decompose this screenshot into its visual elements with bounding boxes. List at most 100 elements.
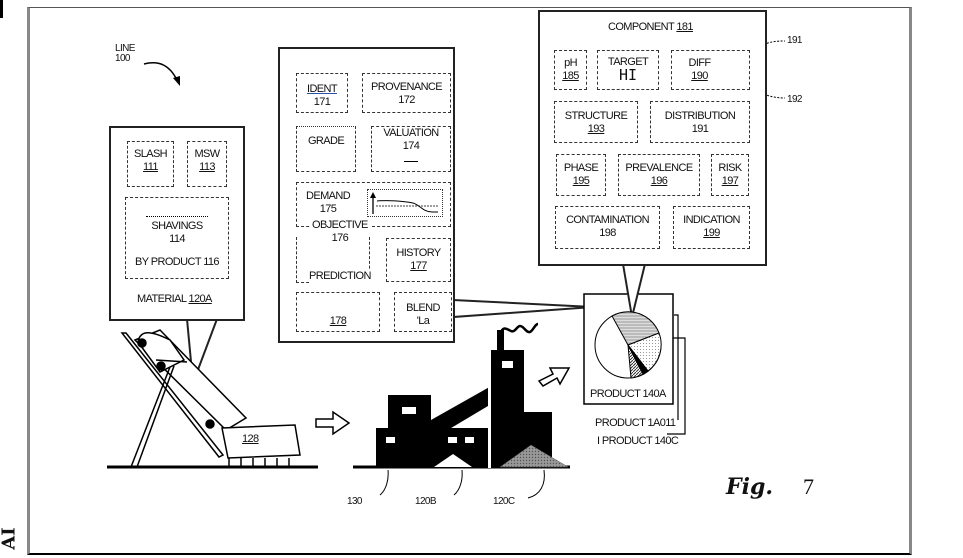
product-140c-sheet: [667, 337, 686, 435]
material-ref: 120A: [188, 293, 212, 305]
figure-frame: [27, 7, 912, 555]
demand-trend-chart: [367, 189, 443, 217]
margin-tick: [0, 0, 3, 18]
structure-box: STRUCTURE 193: [554, 101, 638, 143]
shavings-label: SHAVINGS: [151, 220, 203, 232]
line-ref: 100: [115, 53, 130, 64]
diff-output-1: 191: [787, 35, 802, 46]
provenance-ref: 172: [398, 94, 415, 106]
history-label: HISTORY: [396, 247, 441, 259]
valuation-ref: 174: [402, 140, 420, 152]
product-140c-label: I PRODUCT 140C: [597, 435, 679, 447]
ident-label: IDENT: [306, 83, 338, 95]
material-callout: [109, 126, 245, 321]
data-callout: [278, 47, 455, 343]
slash-box: SLASH 111: [127, 141, 174, 187]
pie-slice-hatched: [611, 311, 660, 346]
component-title-text: COMPONENT: [608, 21, 675, 33]
line-100-arrowhead: [173, 76, 180, 86]
target-box: TARGET HI: [597, 50, 659, 90]
leader-120b: [453, 469, 463, 496]
provenance-label: PROVENANCE: [370, 81, 443, 93]
diff-ref: 190: [691, 70, 708, 82]
blend-label: BLEND: [406, 302, 440, 314]
phase-box: PHASE 195: [556, 154, 606, 196]
machine-128: [120, 329, 301, 468]
contamination-box: CONTAMINATION 198: [555, 206, 660, 249]
valuation-box: VALUATION 174: [371, 126, 451, 172]
product-1a011-label: PRODUCT 1A011: [595, 417, 676, 429]
item-178-box: 178: [296, 292, 380, 332]
structure-ref: 193: [587, 123, 605, 135]
risk-ref: 197: [721, 175, 739, 187]
objective-label: OBJECTIVE 176: [310, 219, 370, 245]
grade-box: GRADE: [296, 126, 356, 172]
risk-box: RISK 197: [711, 154, 749, 196]
msw-label: MSW: [194, 148, 220, 160]
msw-box: MSW 113: [187, 141, 227, 187]
diff-label: DIFF: [688, 57, 711, 69]
ph-ref: 185: [562, 70, 579, 82]
phase-label: PHASE: [563, 162, 599, 174]
byproduct-label: BY PRODUCT 116: [135, 256, 220, 268]
flow-arrow-2: [537, 367, 571, 387]
facility-ref-120c: 120C: [493, 496, 515, 507]
pie-slice-diagonal: [627, 344, 644, 379]
grade-label: GRADE: [307, 135, 345, 147]
target-label: TARGET: [607, 56, 649, 68]
ph-label: pH: [564, 57, 577, 69]
phase-ref: 195: [572, 175, 590, 187]
ident-box: IDENT 171: [296, 73, 348, 113]
indication-box: INDICATION 199: [673, 206, 750, 249]
item-178-ref: 178: [329, 315, 347, 327]
line-label: LINE 100: [115, 44, 135, 64]
valuation-label: VALUATION: [383, 127, 439, 139]
component-callout: [538, 10, 767, 266]
objective-label-text: OBJECTIVE: [312, 219, 368, 231]
factory: [376, 330, 569, 468]
shavings-rule: [146, 216, 208, 217]
line-label-text: LINE: [115, 43, 135, 54]
component-title: COMPONENT 181: [608, 21, 694, 34]
slash-ref: 111: [143, 161, 159, 173]
material-label-text: MATERIAL: [137, 293, 187, 305]
slash-label: SLASH: [133, 148, 168, 160]
facility-ref-120b: 120B: [415, 496, 437, 507]
indication-label: INDICATION: [683, 214, 740, 226]
figure-label: Fig.: [726, 474, 774, 500]
data-callout-tail: [452, 298, 594, 319]
risk-label: RISK: [718, 162, 742, 174]
pie-chart: [594, 311, 662, 379]
smoke-icon: [499, 322, 539, 334]
leader-130: [379, 469, 389, 496]
target-value: HI: [618, 66, 638, 84]
shavings-ref: 114: [169, 233, 185, 245]
line-100-arrow: [143, 62, 178, 81]
prediction-label: PREDICTION: [309, 270, 371, 283]
valuation-rule: [404, 161, 418, 162]
prevalence-ref: 196: [650, 175, 668, 187]
pie-slice-dotted: [627, 332, 662, 372]
product-140a-label: PRODUCT 140A: [590, 388, 666, 400]
contamination-label: CONTAMINATION: [566, 214, 649, 226]
blend-ref: 'La: [416, 315, 430, 327]
blend-box: BLEND 'La: [394, 292, 452, 332]
product-1a011-sheet: [674, 314, 679, 420]
structure-label: STRUCTURE: [564, 110, 628, 122]
demand-label: DEMAND 175: [306, 190, 351, 216]
msw-ref: 113: [199, 161, 215, 173]
demand-ref: 175: [319, 203, 337, 215]
distribution-ref: 191: [691, 123, 709, 135]
ident-ref: 171: [313, 96, 331, 108]
machine-ref: 128: [242, 433, 259, 445]
figure-number: 7: [803, 474, 814, 499]
trend-line: [370, 192, 438, 214]
demand-box: [296, 182, 451, 227]
leader-120c: [527, 469, 545, 499]
history-box: HISTORY 177: [386, 238, 451, 282]
prevalence-box: PREVALENCE 196: [618, 154, 700, 196]
shavings-box: SHAVINGS 114 BY PRODUCT 116: [125, 197, 229, 279]
ph-box: pH 185: [554, 50, 587, 90]
contamination-ref: 198: [599, 227, 616, 239]
indication-ref: 199: [703, 227, 720, 239]
